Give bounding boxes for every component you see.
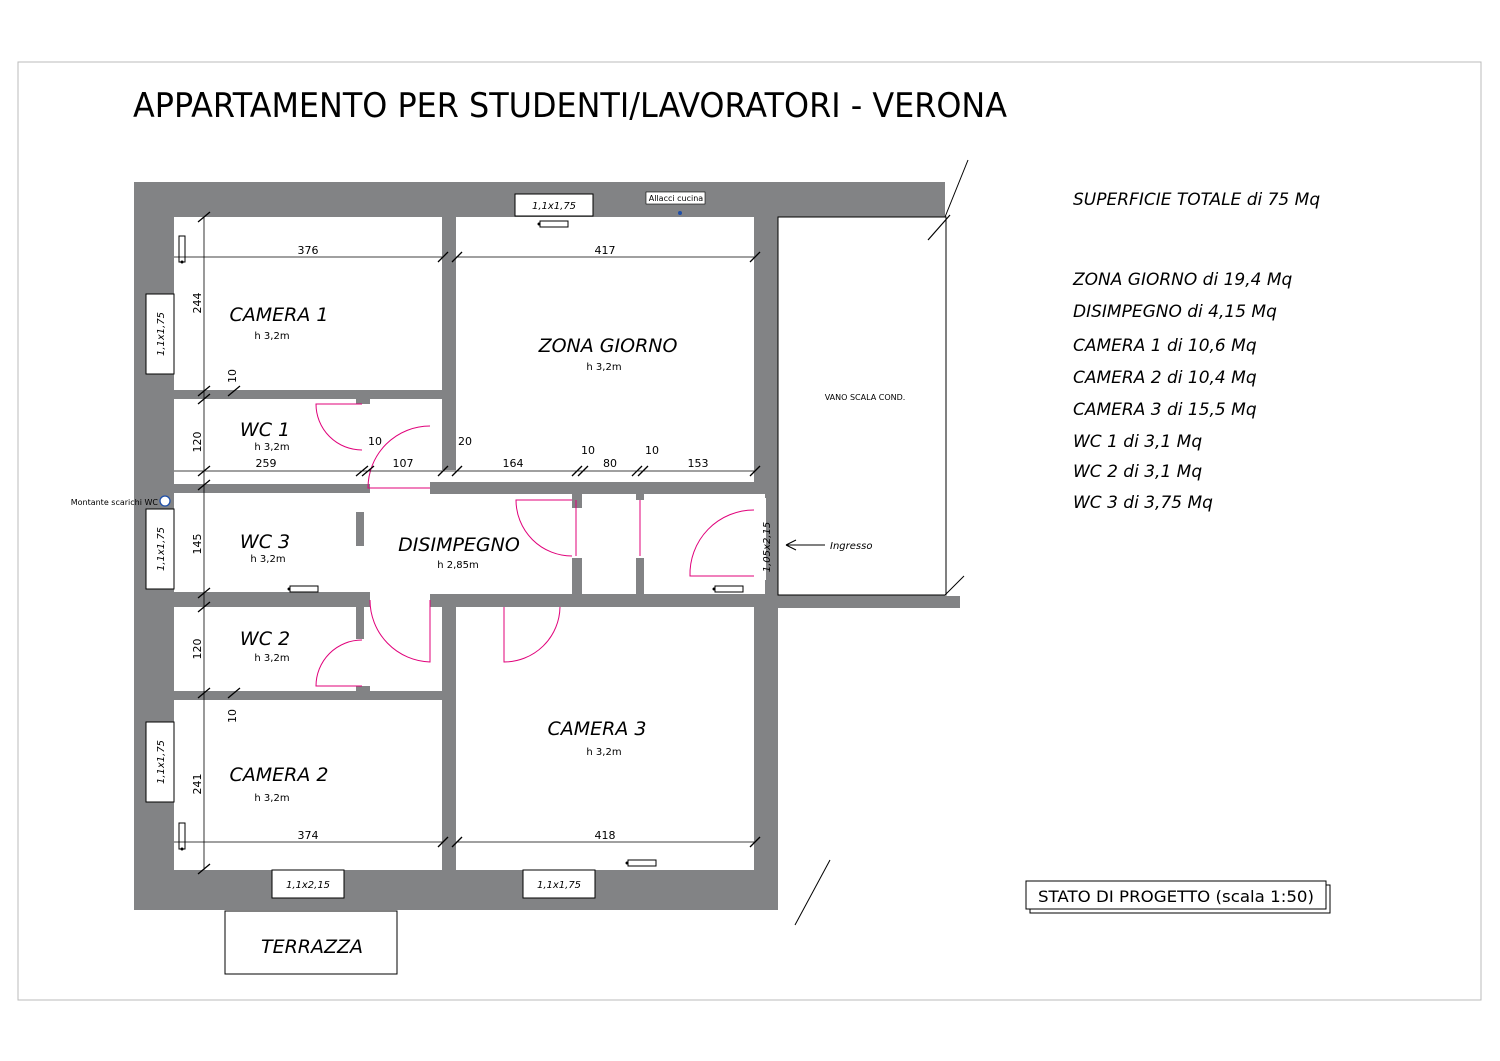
window-top (514, 193, 594, 217)
plan-title: APPARTAMENTO PER STUDENTI/LAVORATORI - V… (133, 86, 1007, 126)
drain-stack-icon (159, 495, 171, 507)
kitchen-connection-icon (678, 211, 682, 215)
room-wc-3 (174, 493, 362, 592)
dim-zona-giorno-width: 417 (595, 244, 616, 257)
dim-camera-1-height: 244 (191, 293, 204, 314)
height-wc-1: h 3,2m (254, 442, 289, 453)
arrow-left-icon (785, 539, 797, 551)
label-wc-1: WC 1 (240, 419, 290, 441)
window-bottom-camera-2-label: 1,1x2,15 (286, 880, 330, 891)
door-wc-1 (315, 403, 363, 451)
label-camera-3: CAMERA 3 (548, 718, 647, 740)
dim-camera-2-height: 241 (191, 774, 204, 795)
entry-door-label: 1,05x2,15 (762, 522, 773, 572)
sheet-frame (17, 61, 1482, 1001)
dim-107: 107 (393, 457, 414, 470)
label-terrazza: TERRAZZA (261, 936, 363, 958)
label-zona-giorno: ZONA GIORNO (538, 335, 678, 357)
dim-wall-2: 10 (368, 435, 382, 448)
dim-259: 259 (256, 457, 277, 470)
window-bottom-camera-3 (522, 869, 596, 899)
dim-80: 80 (603, 457, 617, 470)
dim-wc-3-height: 145 (191, 534, 204, 555)
room-camera-3 (456, 607, 754, 870)
dim-camera-3-width: 418 (595, 829, 616, 842)
height-zona-giorno: h 3,2m (586, 362, 621, 373)
dim-20: 20 (458, 435, 472, 448)
window-bottom-camera-3-label: 1,1x1,75 (537, 880, 581, 891)
summary-item: DISIMPEGNO di 4,15 Mq (1073, 302, 1277, 322)
dim-wc-1-height: 120 (191, 432, 204, 453)
summary-item: WC 1 di 3,1 Mq (1073, 432, 1202, 452)
summary-item: WC 3 di 3,75 Mq (1073, 493, 1213, 513)
height-wc-2: h 3,2m (254, 653, 289, 664)
summary-total: SUPERFICIE TOTALE di 75 Mq (1073, 190, 1320, 210)
dim-153: 153 (688, 457, 709, 470)
dim-wall-5: 10 (226, 709, 239, 723)
height-disimpegno: h 2,85m (437, 560, 479, 571)
dim-camera-1-width: 376 (298, 244, 319, 257)
door-entry (689, 509, 755, 577)
dim-wall-1: 10 (226, 369, 239, 383)
height-wc-3: h 3,2m (250, 554, 285, 565)
radiator-icon (178, 220, 744, 867)
summary-item: WC 2 di 3,1 Mq (1073, 462, 1202, 482)
dim-164: 164 (503, 457, 524, 470)
height-camera-3: h 3,2m (586, 747, 621, 758)
room-wc-2 (174, 607, 362, 691)
summary-item: ZONA GIORNO di 19,4 Mq (1072, 270, 1292, 290)
door-camera-3 (503, 606, 561, 663)
label-allacci-cucina: Allacci cucina (649, 194, 704, 203)
room-zona-giorno (456, 217, 754, 482)
window-left-camera-2 (145, 721, 175, 803)
summary-item: CAMERA 2 di 10,4 Mq (1073, 368, 1257, 388)
door-wc-2 (315, 639, 363, 687)
label-disimpegno: DISIMPEGNO (398, 534, 520, 556)
label-montante: Montante scarichi WC (71, 498, 159, 507)
label-wc-2: WC 2 (240, 628, 290, 650)
room-disimpegno (362, 399, 442, 691)
summary-item: CAMERA 1 di 10,6 Mq (1073, 336, 1257, 356)
dim-wall-3: 10 (581, 444, 595, 457)
window-left-wc-3-label: 1,1x1,75 (156, 527, 167, 571)
dim-wc-2-height: 120 (191, 639, 204, 660)
room-vano-scala (777, 216, 947, 596)
terrace (224, 910, 398, 975)
door-corridor (515, 499, 573, 557)
height-camera-2: h 3,2m (254, 793, 289, 804)
label-vano-scala: VANO SCALA COND. (825, 393, 906, 402)
window-left-wc-3 (145, 508, 175, 590)
door-zona-giorno (367, 425, 431, 489)
height-camera-1: h 3,2m (254, 331, 289, 342)
stamp-text: STATO DI PROGETTO (scala 1:50) (1038, 887, 1314, 906)
dim-camera-2-width: 374 (298, 829, 319, 842)
window-left-camera-1 (145, 293, 175, 375)
window-top-label: 1,1x1,75 (532, 201, 576, 212)
room-camera-1 (174, 217, 442, 390)
window-bottom-camera-2 (271, 869, 345, 899)
label-camera-1: CAMERA 1 (230, 304, 329, 326)
window-left-camera-2-label: 1,1x1,75 (156, 740, 167, 784)
label-wc-3: WC 3 (240, 531, 290, 553)
window-left-camera-1-label: 1,1x1,75 (156, 312, 167, 356)
project-stamp (1025, 880, 1327, 910)
label-ingresso: Ingresso (830, 541, 872, 552)
summary-item: CAMERA 3 di 15,5 Mq (1073, 400, 1257, 420)
door-camera-2 (369, 599, 431, 663)
dim-wall-4: 10 (645, 444, 659, 457)
label-camera-2: CAMERA 2 (230, 764, 329, 786)
